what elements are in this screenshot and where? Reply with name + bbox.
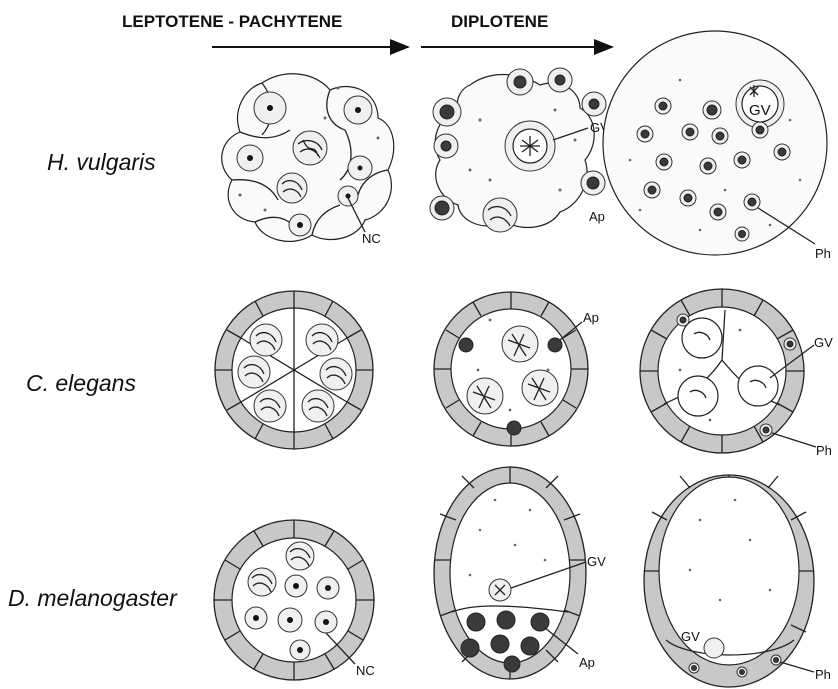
ce-apoptotic-cell bbox=[459, 338, 473, 352]
ce-late-follicle: GV Ph bbox=[640, 289, 833, 458]
species-label-d-melanogaster: D. melanogaster bbox=[8, 585, 178, 611]
species-label-c-elegans: C. elegans bbox=[26, 370, 136, 396]
header-leptotene-pachytene: LEPTOTENE - PACHYTENE bbox=[122, 12, 342, 31]
label-dm-ph: Ph bbox=[815, 667, 831, 682]
hv-mature-oocyte: GV Ph bbox=[603, 31, 831, 261]
hv-diplotene-oocyte: GV Ap bbox=[430, 68, 609, 232]
label-hv-nc: NC bbox=[362, 231, 381, 246]
dm-leptotene-cyst: NC bbox=[214, 520, 375, 680]
label-ce-ph: Ph bbox=[816, 443, 832, 458]
hv-nurse-cell bbox=[277, 173, 307, 203]
label-hv-gv-right: GV bbox=[749, 102, 771, 119]
dm-diplotene-egg-chamber: GV Ap bbox=[434, 467, 606, 679]
dm-mature-egg-chamber: GV Ph bbox=[644, 475, 831, 687]
dm-germinal-vesicle-late bbox=[704, 638, 724, 658]
label-hv-ph: Ph bbox=[815, 246, 831, 261]
header-diplotene: DIPLOTENE bbox=[451, 12, 548, 31]
ce-leptotene-follicle bbox=[215, 291, 373, 449]
label-dm-ap: Ap bbox=[579, 655, 595, 670]
ce-apoptotic-cell bbox=[548, 338, 562, 352]
hv-leptotene-cluster: NC bbox=[222, 74, 394, 246]
label-dm-gv-mid: GV bbox=[587, 554, 606, 569]
label-hv-ap: Ap bbox=[589, 209, 605, 224]
ce-apoptotic-cell bbox=[507, 421, 521, 435]
label-ce-ap: Ap bbox=[583, 310, 599, 325]
hv-accessory-cell bbox=[483, 198, 517, 232]
species-label-h-vulgaris: H. vulgaris bbox=[47, 149, 156, 175]
label-ce-gv: GV bbox=[814, 335, 833, 350]
label-dm-nc: NC bbox=[356, 663, 375, 678]
ce-diplotene-follicle: Ap bbox=[434, 292, 599, 446]
label-dm-gv-right: GV bbox=[681, 629, 700, 644]
